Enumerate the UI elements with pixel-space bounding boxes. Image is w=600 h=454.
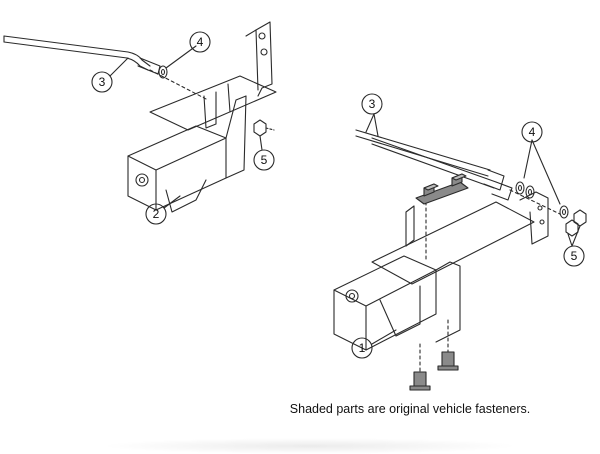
callout-circle-right-bracket (351, 337, 373, 359)
right-bracket (333, 189, 561, 373)
callout-left-rod: 3 (99, 75, 106, 89)
callout-right-bracket: 1 (359, 341, 366, 355)
callout-left-bracket: 2 (153, 207, 160, 221)
callout-left-nut: 5 (261, 153, 268, 167)
callout-right-nuts: 5 (571, 249, 578, 263)
right-rods (355, 129, 513, 201)
left-nut (253, 119, 275, 137)
callout-circle-left-rod (91, 71, 113, 93)
left-bracket (127, 21, 277, 213)
shaded-fastener-plate (415, 173, 469, 205)
bottom-shadow (100, 438, 520, 454)
callout-circle-left-bracket (145, 203, 167, 225)
right-washers (515, 181, 569, 219)
right-nuts (565, 209, 587, 237)
callout-right-rods: 3 (369, 97, 376, 111)
left-rod (3, 35, 161, 75)
shaded-bottom-bolts (409, 351, 459, 391)
callout-circle-left-nut (253, 149, 275, 171)
callout-circle-right-washers (521, 121, 543, 143)
callout-circle-left-washer (189, 31, 211, 53)
callout-circle-right-nuts (563, 245, 585, 267)
callout-leaders (109, 45, 581, 345)
callout-right-washers: 4 (529, 125, 536, 139)
callout-left-washer: 4 (197, 35, 204, 49)
left-washer (158, 65, 168, 79)
diagram-caption: Shaded parts are original vehicle fasten… (289, 402, 531, 416)
callout-circle-right-rods (361, 93, 383, 115)
